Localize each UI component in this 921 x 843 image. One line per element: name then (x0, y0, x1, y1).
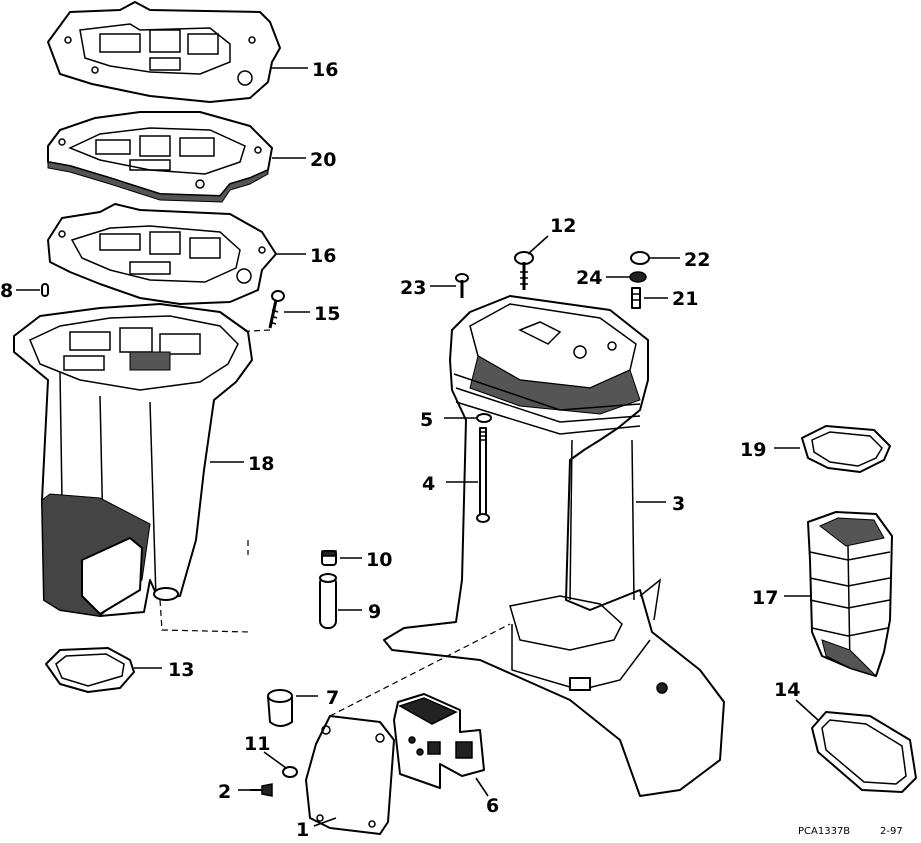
callout-20: 20 (310, 149, 336, 171)
screw-2 (250, 783, 273, 797)
exhaust-housing (13, 303, 253, 633)
callout-22: 22 (684, 249, 710, 271)
washer-11 (282, 766, 298, 778)
figure-code: PCA1337B (798, 826, 850, 837)
callout-21: 21 (672, 288, 698, 310)
callout-6: 6 (486, 795, 499, 817)
callout-23: 23 (400, 277, 426, 299)
rod-4 (476, 427, 490, 523)
screw-12 (514, 251, 534, 290)
adapter-plate (47, 111, 273, 203)
callout-7: 7 (326, 687, 339, 709)
seal-14 (811, 711, 917, 793)
callout-4: 4 (422, 473, 435, 495)
callout-14: 14 (774, 679, 800, 701)
nut-22 (630, 251, 650, 265)
callout-17: 17 (752, 587, 778, 609)
gasket-top (47, 1, 281, 103)
plug-10 (321, 550, 337, 566)
gasket-middle (47, 203, 277, 305)
pin (41, 283, 49, 297)
driveshaft-housing (383, 295, 725, 797)
callout-8: 8 (0, 280, 13, 302)
figure-reference: PCA1337B 2-97 (798, 826, 903, 837)
callout-13: 13 (168, 659, 194, 681)
figure-date: 2-97 (880, 826, 903, 837)
callout-numbers: 16 20 16 8 15 18 12 22 24 23 21 5 4 3 19… (0, 59, 800, 841)
exhaust-tube (807, 511, 893, 677)
seal-13 (45, 647, 135, 693)
callout-3: 3 (672, 493, 685, 515)
callout-12: 12 (550, 215, 576, 237)
mount-6 (393, 693, 485, 789)
callout-10: 10 (366, 549, 392, 571)
screw-23 (455, 273, 469, 298)
washer-24 (629, 271, 647, 283)
callout-2: 2 (218, 781, 231, 803)
leader-lines (16, 67, 819, 827)
stud-21 (631, 287, 641, 309)
callout-11: 11 (244, 733, 270, 755)
cap-7 (267, 689, 293, 727)
callout-18: 18 (248, 453, 274, 475)
callout-16-middle: 16 (310, 245, 336, 267)
seal-19 (801, 425, 891, 473)
callout-24: 24 (576, 267, 602, 289)
callout-19: 19 (740, 439, 766, 461)
cover-plate (305, 623, 511, 835)
callout-5: 5 (420, 409, 433, 431)
callout-16-top: 16 (312, 59, 338, 81)
callout-9: 9 (368, 601, 381, 623)
callout-15: 15 (314, 303, 340, 325)
washer-5 (476, 413, 492, 423)
callout-1: 1 (296, 819, 309, 839)
tube-9 (319, 573, 337, 629)
